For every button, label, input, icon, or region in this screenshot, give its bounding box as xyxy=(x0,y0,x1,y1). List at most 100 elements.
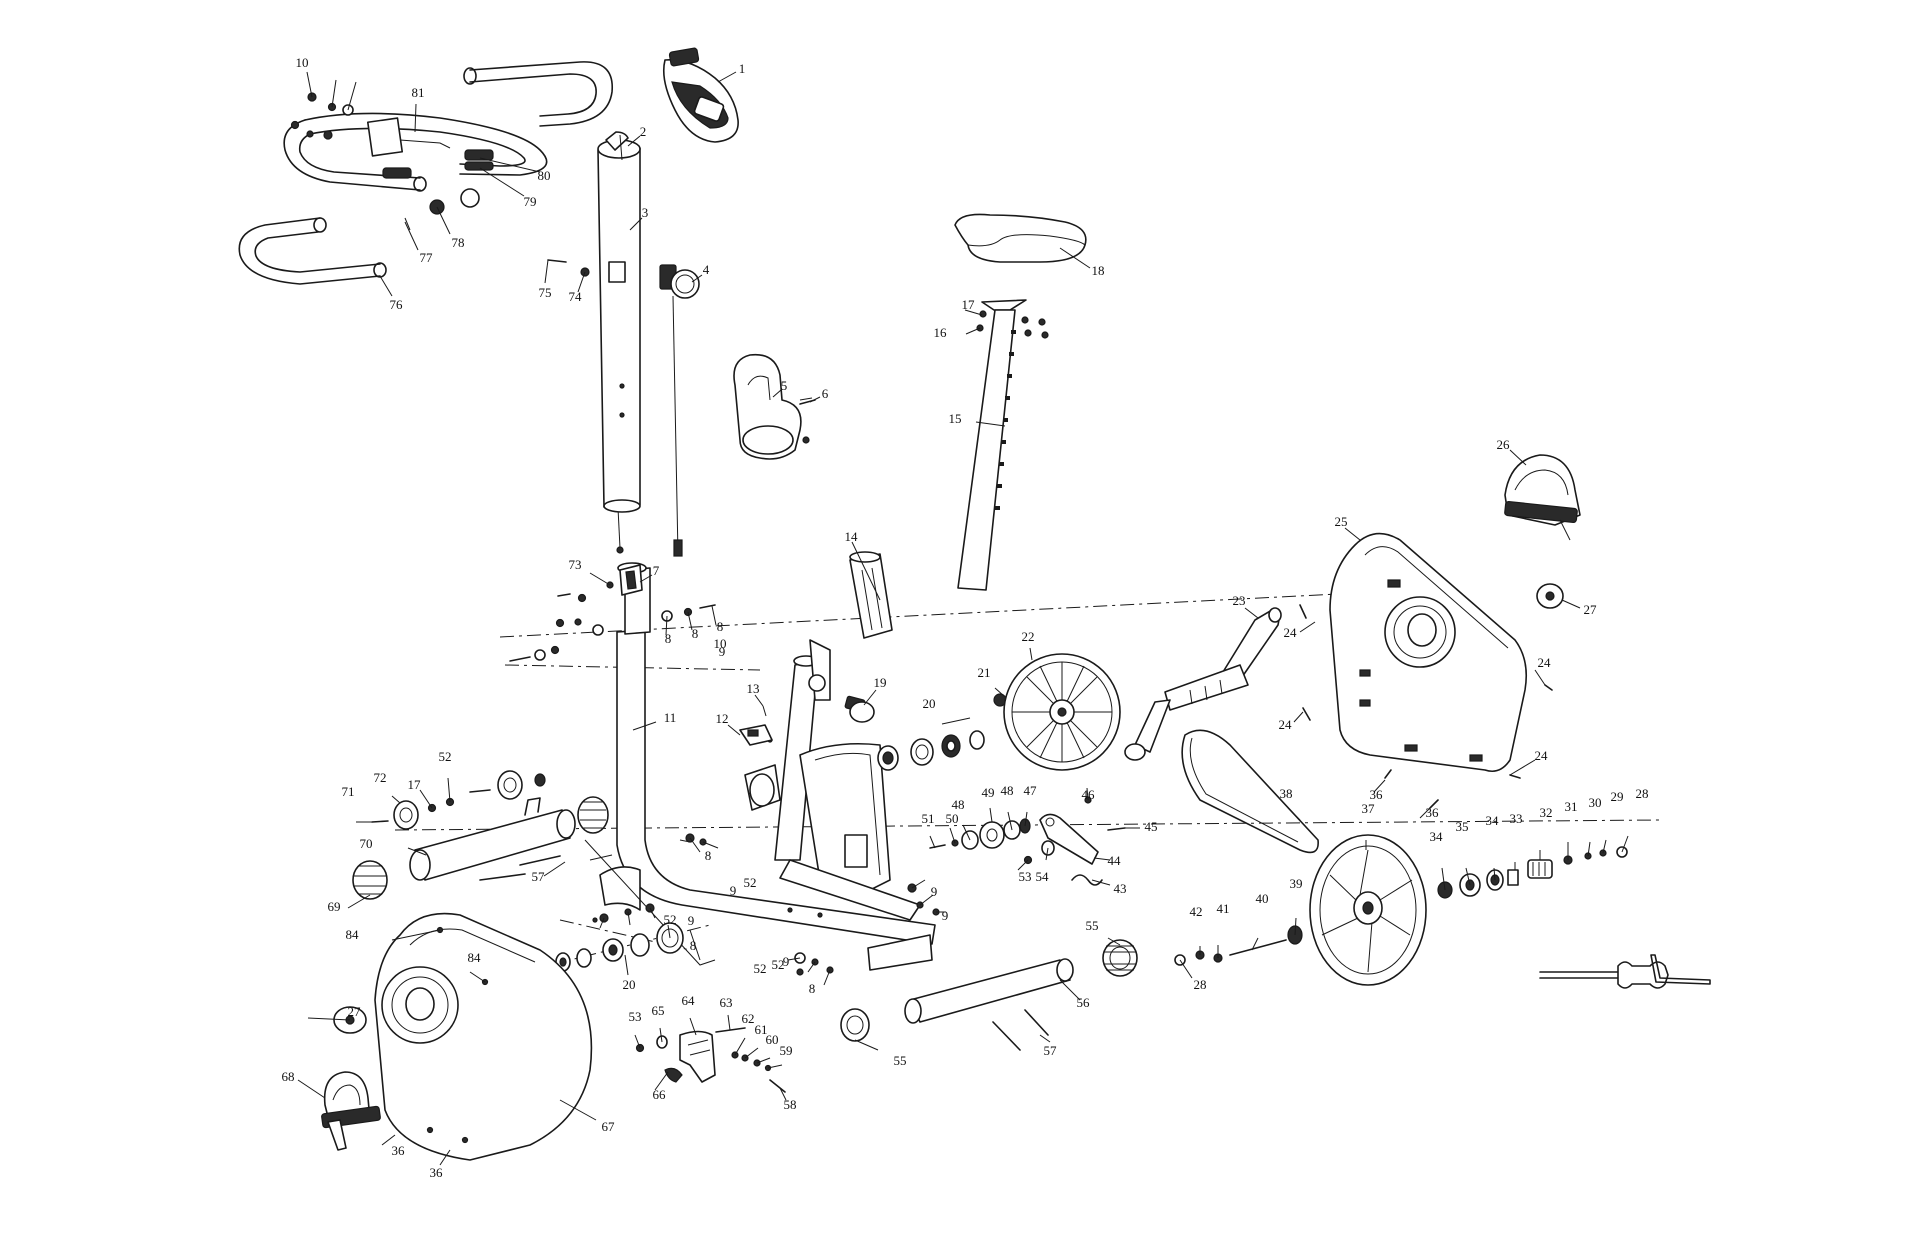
callout-46: 46 xyxy=(1082,787,1096,802)
screw-13 xyxy=(762,705,767,717)
tension-knob-assembly xyxy=(659,264,700,557)
callout-78: 78 xyxy=(452,235,465,250)
rear-stabilizer-56 xyxy=(840,939,1138,1051)
callout-69: 69 xyxy=(328,899,341,914)
callout-68: 68 xyxy=(282,1069,295,1084)
callout-13: 13 xyxy=(747,681,760,696)
bolt-57-front-a xyxy=(479,873,526,881)
callout-79: 79 xyxy=(524,194,537,209)
front-stabilizer-70 xyxy=(352,770,609,900)
callout-35: 35 xyxy=(1456,819,1469,834)
seat-post-15 xyxy=(957,309,1016,591)
callout-54: 54 xyxy=(1036,869,1050,884)
handlebar-grip-plate xyxy=(382,167,412,179)
callout-5: 5 xyxy=(781,378,788,393)
callout-57: 57 xyxy=(1044,1043,1058,1058)
callout-21: 21 xyxy=(978,665,991,680)
crank-23 xyxy=(1124,607,1282,761)
callout-75: 75 xyxy=(539,285,552,300)
sensor-bracket xyxy=(739,705,773,746)
callout-8: 8 xyxy=(717,619,724,634)
axle-40 xyxy=(1229,939,1287,956)
crank-axis-line xyxy=(499,589,1416,638)
end-cap-open xyxy=(460,188,480,208)
callout-34: 34 xyxy=(1486,813,1500,828)
callout-53: 53 xyxy=(1019,869,1032,884)
handlebar-assembly xyxy=(238,61,613,285)
bolt-63 xyxy=(715,1027,746,1033)
callout-48: 48 xyxy=(1001,783,1014,798)
callout-60: 60 xyxy=(766,1032,779,1047)
callout-29: 29 xyxy=(1611,789,1624,804)
callout-20: 20 xyxy=(623,977,636,992)
callout-27: 27 xyxy=(1584,602,1598,617)
callout-84: 84 xyxy=(346,927,360,942)
tools xyxy=(1539,954,1711,989)
handlebar-lower-inner xyxy=(254,231,381,273)
callout-28: 28 xyxy=(1636,786,1649,801)
callout-8: 8 xyxy=(705,848,712,863)
callout-52: 52 xyxy=(744,875,757,890)
frame-foot-left xyxy=(599,866,641,911)
callout-8: 8 xyxy=(809,981,816,996)
bolt-45 xyxy=(1107,827,1126,831)
post-bracket-2 xyxy=(605,131,629,151)
callout-27: 27 xyxy=(348,1004,362,1019)
bolt-51 xyxy=(929,844,946,849)
handlebar-main xyxy=(304,112,548,176)
bracket-64 xyxy=(679,1030,716,1083)
callout-47: 47 xyxy=(1024,783,1038,798)
callout-37: 37 xyxy=(1362,801,1376,816)
callout-9: 9 xyxy=(931,884,938,899)
callout-39: 39 xyxy=(1290,876,1303,891)
handlebar-bracket-81 xyxy=(366,117,404,157)
handlebar-upper-right xyxy=(469,61,613,127)
callout-84: 84 xyxy=(468,950,482,965)
callout-77: 77 xyxy=(420,250,434,265)
callout-14: 14 xyxy=(845,529,859,544)
callout-38: 38 xyxy=(1280,786,1293,801)
end-cap-55-right xyxy=(1102,939,1138,977)
callout-33: 33 xyxy=(1510,811,1523,826)
frame-foot-rear xyxy=(867,934,933,971)
callout-48: 48 xyxy=(952,797,965,812)
bolt-57-a xyxy=(992,1021,1021,1051)
callout-45: 45 xyxy=(1145,819,1158,834)
callout-26: 26 xyxy=(1497,437,1511,452)
bolt-57-b xyxy=(1024,1009,1049,1036)
callout-2: 2 xyxy=(640,124,647,139)
handlebar-post xyxy=(597,131,641,554)
callout-71: 71 xyxy=(342,784,355,799)
pad-66 xyxy=(664,1067,683,1083)
callout-36: 36 xyxy=(392,1143,406,1158)
console-unit xyxy=(662,47,739,143)
callout-73: 73 xyxy=(569,557,582,572)
callout-57: 57 xyxy=(532,869,546,884)
idler-arm-44 xyxy=(1039,813,1099,865)
callout-9: 9 xyxy=(719,644,726,659)
bolts-74-75 xyxy=(547,259,590,277)
callout-72: 72 xyxy=(374,770,387,785)
callout-9: 9 xyxy=(942,908,949,923)
bolt-57-front-b xyxy=(519,855,561,866)
callout-17: 17 xyxy=(962,297,976,312)
callout-74: 74 xyxy=(569,289,583,304)
tool-wrench-head xyxy=(1617,961,1669,989)
callout-56: 56 xyxy=(1077,995,1091,1010)
seat-bracket xyxy=(981,299,1027,311)
callout-23: 23 xyxy=(1233,593,1246,608)
idler-assembly xyxy=(929,796,1126,886)
bolt-75 xyxy=(547,259,567,263)
callout-36: 36 xyxy=(1370,787,1384,802)
callout-32: 32 xyxy=(1540,805,1553,820)
tool-wrench-shaft xyxy=(1539,971,1621,979)
end-cap-69-right xyxy=(577,796,609,834)
callout-49: 49 xyxy=(982,785,995,800)
callout-24: 24 xyxy=(1538,655,1552,670)
handlebar-main-inner xyxy=(309,127,526,167)
pulley-22 xyxy=(1003,653,1121,771)
left-cover-67 xyxy=(333,912,593,1161)
callout-52: 52 xyxy=(754,961,767,976)
